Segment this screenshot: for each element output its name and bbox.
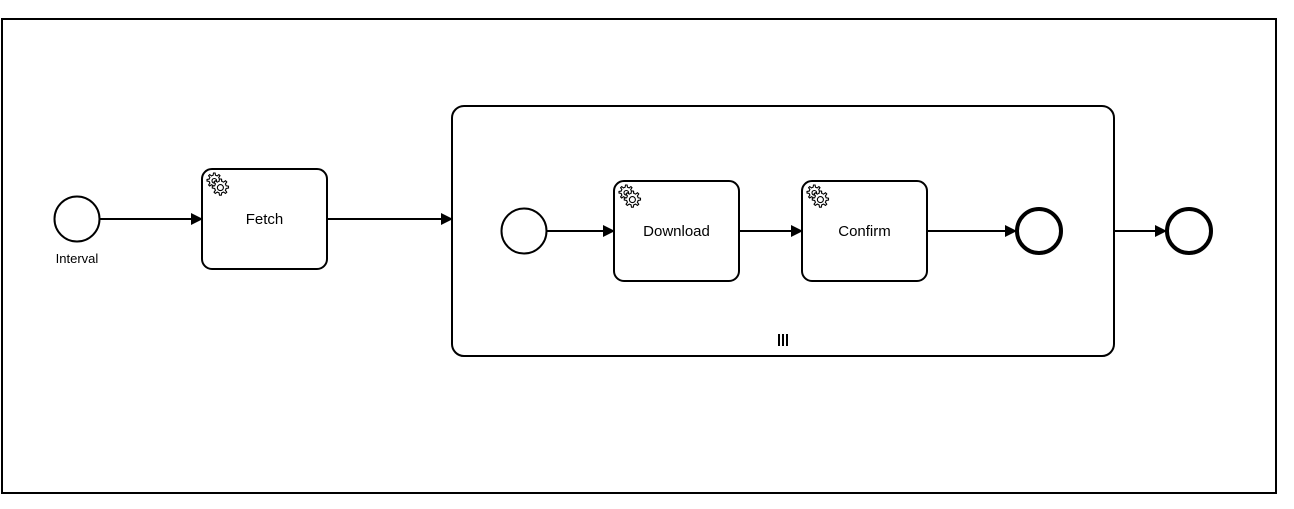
task-confirm-label: Confirm [838,223,891,240]
task-download[interactable]: Download [613,180,740,282]
task-fetch[interactable]: Fetch [201,168,328,270]
start-event[interactable] [53,195,101,243]
subprocess-end-event[interactable] [1015,207,1063,255]
start-event-label: Interval [56,251,99,266]
end-event[interactable] [1165,207,1213,255]
task-fetch-label: Fetch [246,211,284,228]
parallel-multi-instance-marker [778,334,788,346]
task-download-label: Download [643,223,710,240]
subprocess-start-event[interactable] [500,207,548,255]
task-confirm[interactable]: Confirm [801,180,928,282]
